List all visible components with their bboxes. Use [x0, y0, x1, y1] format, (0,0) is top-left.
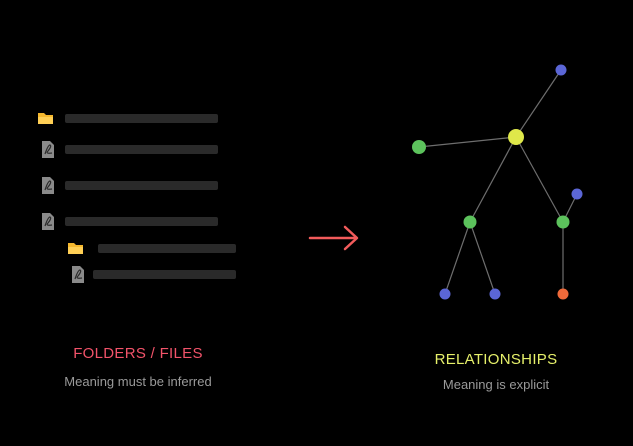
- pdf-file-icon: [42, 177, 54, 194]
- tree-row: [42, 177, 218, 194]
- placeholder-bar: [65, 181, 218, 190]
- graph-node: [555, 64, 567, 76]
- placeholder-bar: [65, 114, 218, 123]
- graph-edge: [469, 221, 496, 295]
- graph-node: [439, 288, 451, 300]
- placeholder-bar: [98, 244, 236, 253]
- placeholder-bar: [93, 270, 236, 279]
- graph-node: [557, 288, 569, 300]
- left-subtitle: Meaning must be inferred: [64, 374, 212, 389]
- graph-edge: [515, 136, 564, 223]
- graph-node: [571, 188, 583, 200]
- graph-node: [508, 129, 524, 145]
- graph-edge: [469, 136, 517, 223]
- tree-row: [42, 141, 218, 158]
- pdf-file-icon: [42, 213, 54, 230]
- graph-node: [463, 215, 477, 229]
- tree-row: [68, 243, 236, 254]
- graph-node: [556, 215, 570, 229]
- graph-edge: [418, 136, 517, 148]
- tree-row: [42, 213, 218, 230]
- placeholder-bar: [65, 217, 218, 226]
- folder-icon: [68, 243, 83, 254]
- tree-row: [38, 113, 218, 124]
- placeholder-bar: [65, 145, 218, 154]
- left-title: FOLDERS / FILES: [73, 345, 203, 362]
- pdf-file-icon: [72, 266, 84, 283]
- right-title: RELATIONSHIPS: [434, 351, 558, 368]
- graph-node: [412, 140, 426, 154]
- graph-node: [489, 288, 501, 300]
- graph-edge: [515, 69, 562, 138]
- pdf-file-icon: [42, 141, 54, 158]
- folder-icon: [38, 113, 53, 124]
- tree-row: [72, 266, 236, 283]
- graph-edge: [444, 221, 471, 295]
- right-subtitle: Meaning is explicit: [442, 377, 550, 392]
